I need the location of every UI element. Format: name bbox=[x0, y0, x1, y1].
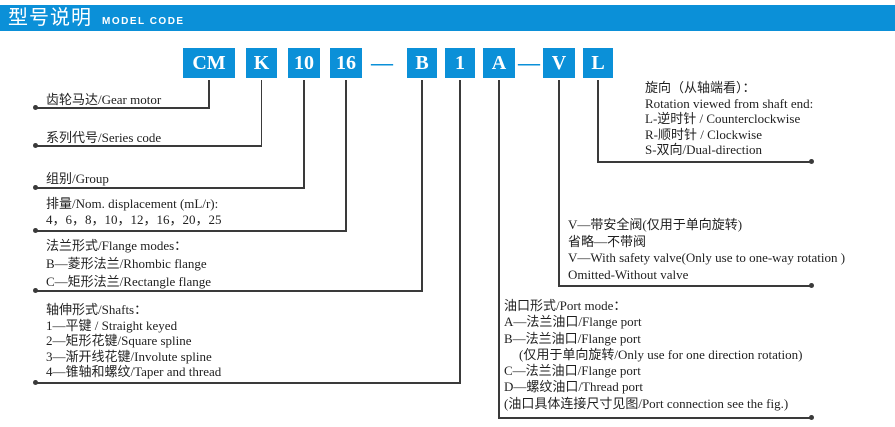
connector-vline bbox=[260, 80, 262, 147]
connector-hline bbox=[34, 187, 305, 189]
connector-dot bbox=[33, 380, 38, 385]
label-line: 1—平键 / Straight keyed bbox=[46, 317, 178, 333]
label-line: L-逆时针 / Counterclockwise bbox=[645, 111, 801, 126]
code-box-a: A bbox=[483, 48, 515, 78]
label-line: B—菱形法兰/Rhombic flange bbox=[46, 256, 207, 271]
connector-dot bbox=[33, 185, 38, 190]
label-line: C—矩形法兰/Rectangle flange bbox=[46, 274, 211, 289]
label-line: (油口具体连接尺寸见图/Port connection see the fig.… bbox=[504, 395, 789, 411]
code-separator: — bbox=[518, 50, 540, 75]
connector-hline bbox=[34, 145, 262, 147]
connector-dot bbox=[33, 143, 38, 148]
label-line: Rotation viewed from shaft end: bbox=[645, 95, 814, 111]
label-line: 系列代号/Series code bbox=[46, 130, 162, 145]
connector-hline bbox=[597, 161, 812, 163]
section-title-en: MODEL CODE bbox=[102, 16, 185, 27]
connector-dot bbox=[809, 159, 814, 164]
code-separator: — bbox=[371, 50, 393, 75]
label-line: 旋向（从轴端看）： bbox=[645, 80, 756, 95]
connector-vline bbox=[303, 80, 305, 189]
connector-dot bbox=[33, 105, 38, 110]
label-line: B—法兰油口/Flange port bbox=[504, 330, 641, 346]
label-line: V—带安全阀(仅用于单向旋转) bbox=[568, 217, 743, 232]
label-line: V—With safety valve(Only use to one-way … bbox=[568, 250, 846, 265]
label-line: (仅用于单向旋转/Only use for one direction rota… bbox=[519, 346, 803, 362]
label-line: 法兰形式/Flange modes： bbox=[46, 238, 188, 253]
label-line: 齿轮马达/Gear motor bbox=[46, 92, 162, 107]
connector-vline bbox=[459, 80, 461, 384]
label-line: 组别/Group bbox=[46, 171, 109, 186]
code-box-16: 16 bbox=[330, 48, 362, 78]
label-series-code: 系列代号/Series code bbox=[46, 127, 161, 146]
connector-hline bbox=[34, 230, 347, 232]
label-line: 省略—不带阀 bbox=[568, 233, 647, 249]
label-line: 3—渐开线花键/Involute spline bbox=[46, 348, 212, 364]
label-line: 轴伸形式/Shafts： bbox=[46, 302, 148, 317]
section-header: 型号说明 MODEL CODE bbox=[0, 5, 895, 31]
label-shafts: 轴伸形式/Shafts： 1—平键 / Straight keyed 2—矩形花… bbox=[46, 302, 221, 380]
label-gear-motor: 齿轮马达/Gear motor bbox=[46, 89, 161, 108]
label-line: R-顺时针 / Clockwise bbox=[645, 126, 762, 142]
connector-hline bbox=[34, 290, 423, 292]
label-rotation: 旋向（从轴端看）： Rotation viewed from shaft end… bbox=[645, 80, 813, 158]
label-line: 4，6，8，10，12，16，20，25 bbox=[46, 212, 222, 227]
label-group: 组别/Group bbox=[46, 168, 109, 187]
code-box-cm: CM bbox=[183, 48, 235, 78]
label-line: D—螺纹油口/Thread port bbox=[504, 379, 644, 395]
connector-hline bbox=[34, 107, 210, 109]
label-line: 排量/Nom. displacement (mL/r): bbox=[46, 196, 219, 211]
code-box-b: B bbox=[407, 48, 437, 78]
connector-dot bbox=[33, 228, 38, 233]
label-line: Omitted-Without valve bbox=[568, 266, 689, 282]
code-box-10: 10 bbox=[288, 48, 320, 78]
connector-vline bbox=[558, 80, 560, 287]
code-box-k: K bbox=[246, 48, 277, 78]
connector-hline bbox=[558, 285, 812, 287]
label-line: C—法兰油口/Flange port bbox=[504, 363, 641, 379]
connector-dot bbox=[809, 415, 814, 420]
code-box-1: 1 bbox=[445, 48, 475, 78]
label-line: 2—矩形花键/Square spline bbox=[46, 333, 192, 348]
connector-hline bbox=[34, 382, 461, 384]
connector-hline bbox=[498, 417, 812, 419]
label-displacement: 排量/Nom. displacement (mL/r): 4，6，8，10，12… bbox=[46, 196, 222, 228]
code-box-v: V bbox=[543, 48, 575, 78]
connector-vline bbox=[421, 80, 423, 292]
label-safety-valve: V—带安全阀(仅用于单向旋转) 省略—不带阀 V—With safety val… bbox=[568, 217, 845, 283]
section-title-zh: 型号说明 bbox=[8, 7, 92, 29]
connector-vline bbox=[498, 80, 500, 419]
connector-dot bbox=[33, 288, 38, 293]
label-line: S-双向/Dual-direction bbox=[645, 142, 762, 157]
connector-vline bbox=[345, 80, 347, 232]
label-line: A—法兰油口/Flange port bbox=[504, 314, 642, 330]
connector-vline bbox=[208, 80, 210, 109]
label-line: 4—锥轴和螺纹/Taper and thread bbox=[46, 364, 222, 379]
label-flange-modes: 法兰形式/Flange modes： B—菱形法兰/Rhombic flange… bbox=[46, 237, 211, 291]
connector-dot bbox=[809, 283, 814, 288]
connector-vline bbox=[597, 80, 599, 163]
label-port-mode: 油口形式/Port mode： A—法兰油口/Flange port B—法兰油… bbox=[504, 298, 802, 412]
label-line: 油口形式/Port mode： bbox=[504, 298, 627, 313]
code-box-l: L bbox=[583, 48, 613, 78]
